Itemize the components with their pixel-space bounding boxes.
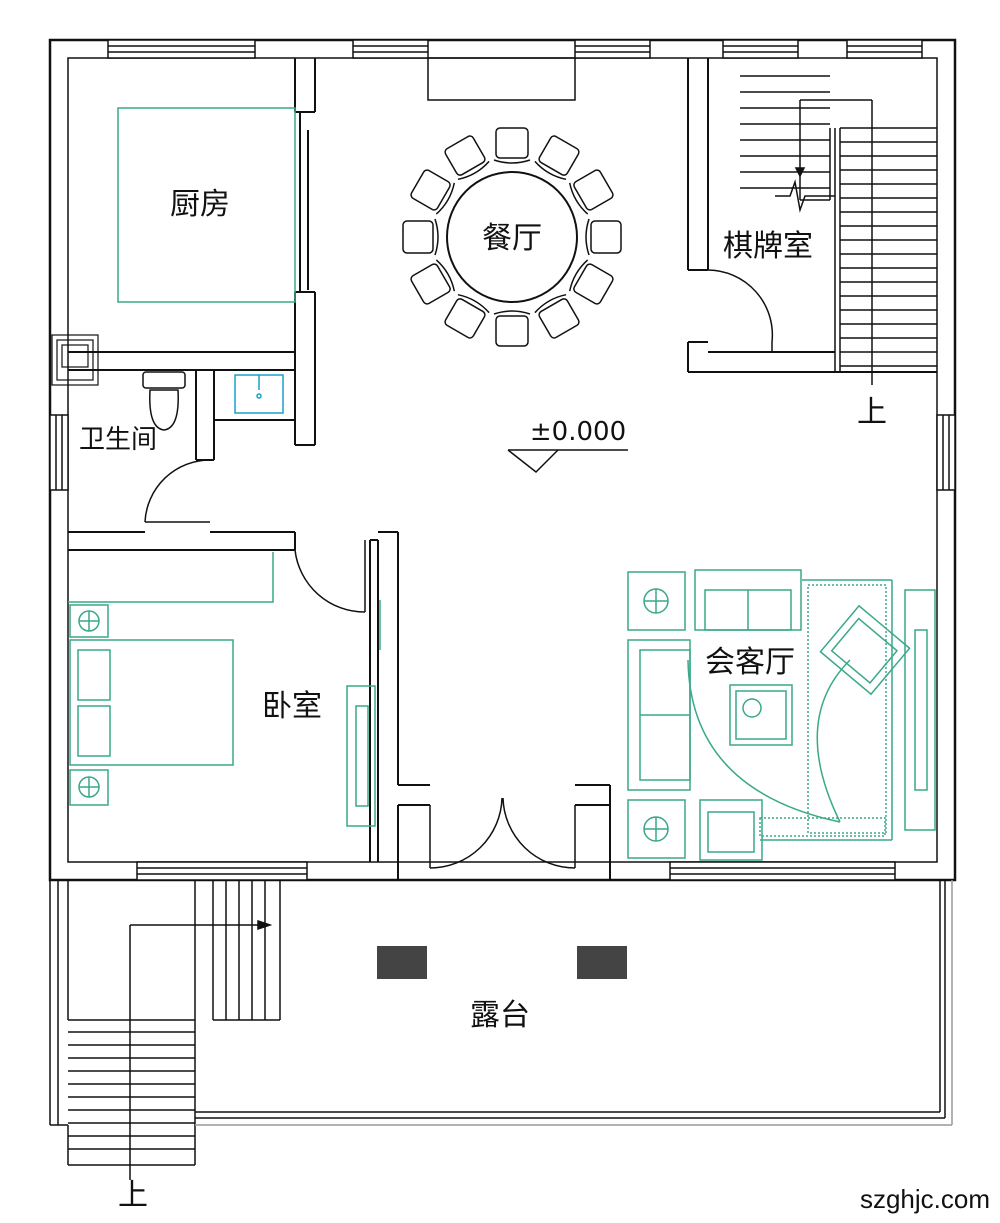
room-label-chess-room: 棋牌室 <box>723 229 813 264</box>
stair-steps-terrace <box>68 880 266 1150</box>
room-label-bathroom: 卫生间 <box>79 425 157 455</box>
dining-chair <box>585 218 622 256</box>
dining-table <box>446 171 578 303</box>
terrace-columns <box>377 946 627 979</box>
dining-chair <box>402 218 439 256</box>
sink-icon <box>234 374 284 414</box>
room-label-kitchen: 厨房 <box>170 187 230 222</box>
stair-steps-right <box>740 75 937 367</box>
dining-chair <box>493 310 531 347</box>
bedroom-furniture <box>68 552 381 827</box>
dining-chairs <box>402 127 622 347</box>
room-label-bedroom: 卧室 <box>262 689 322 724</box>
dining-chair <box>493 127 531 164</box>
dining-chair <box>534 135 580 181</box>
elevation-label: ±0.000 <box>530 417 626 447</box>
room-label-terrace: 露台 <box>470 998 530 1033</box>
living-room-furniture <box>627 569 936 861</box>
exterior-walls <box>48 38 957 882</box>
doors <box>144 112 774 869</box>
terrace-railing <box>49 880 953 1180</box>
stair-up-label-right: 上 <box>857 395 887 430</box>
toilet-icon <box>142 371 186 431</box>
elevation-marker <box>507 449 628 474</box>
dining-niche <box>427 57 576 101</box>
column <box>577 946 627 979</box>
interior-walls <box>68 58 937 880</box>
stair-up-label-left: 上 <box>118 1178 148 1213</box>
watermark: szghjc.com <box>860 1184 990 1214</box>
dining-chair <box>410 259 456 305</box>
column <box>377 946 427 979</box>
dining-chair <box>568 259 614 305</box>
kitchen-counter <box>117 107 296 303</box>
dining-chair <box>444 135 490 181</box>
washing-machine-icon <box>51 334 99 386</box>
dining-chair <box>444 293 490 339</box>
room-label-dining: 餐厅 <box>482 221 542 256</box>
dining-chair <box>534 293 580 339</box>
dining-chair <box>568 169 614 215</box>
windows <box>49 39 956 881</box>
room-label-living-room: 会客厅 <box>705 645 795 680</box>
dining-chair <box>410 169 456 215</box>
